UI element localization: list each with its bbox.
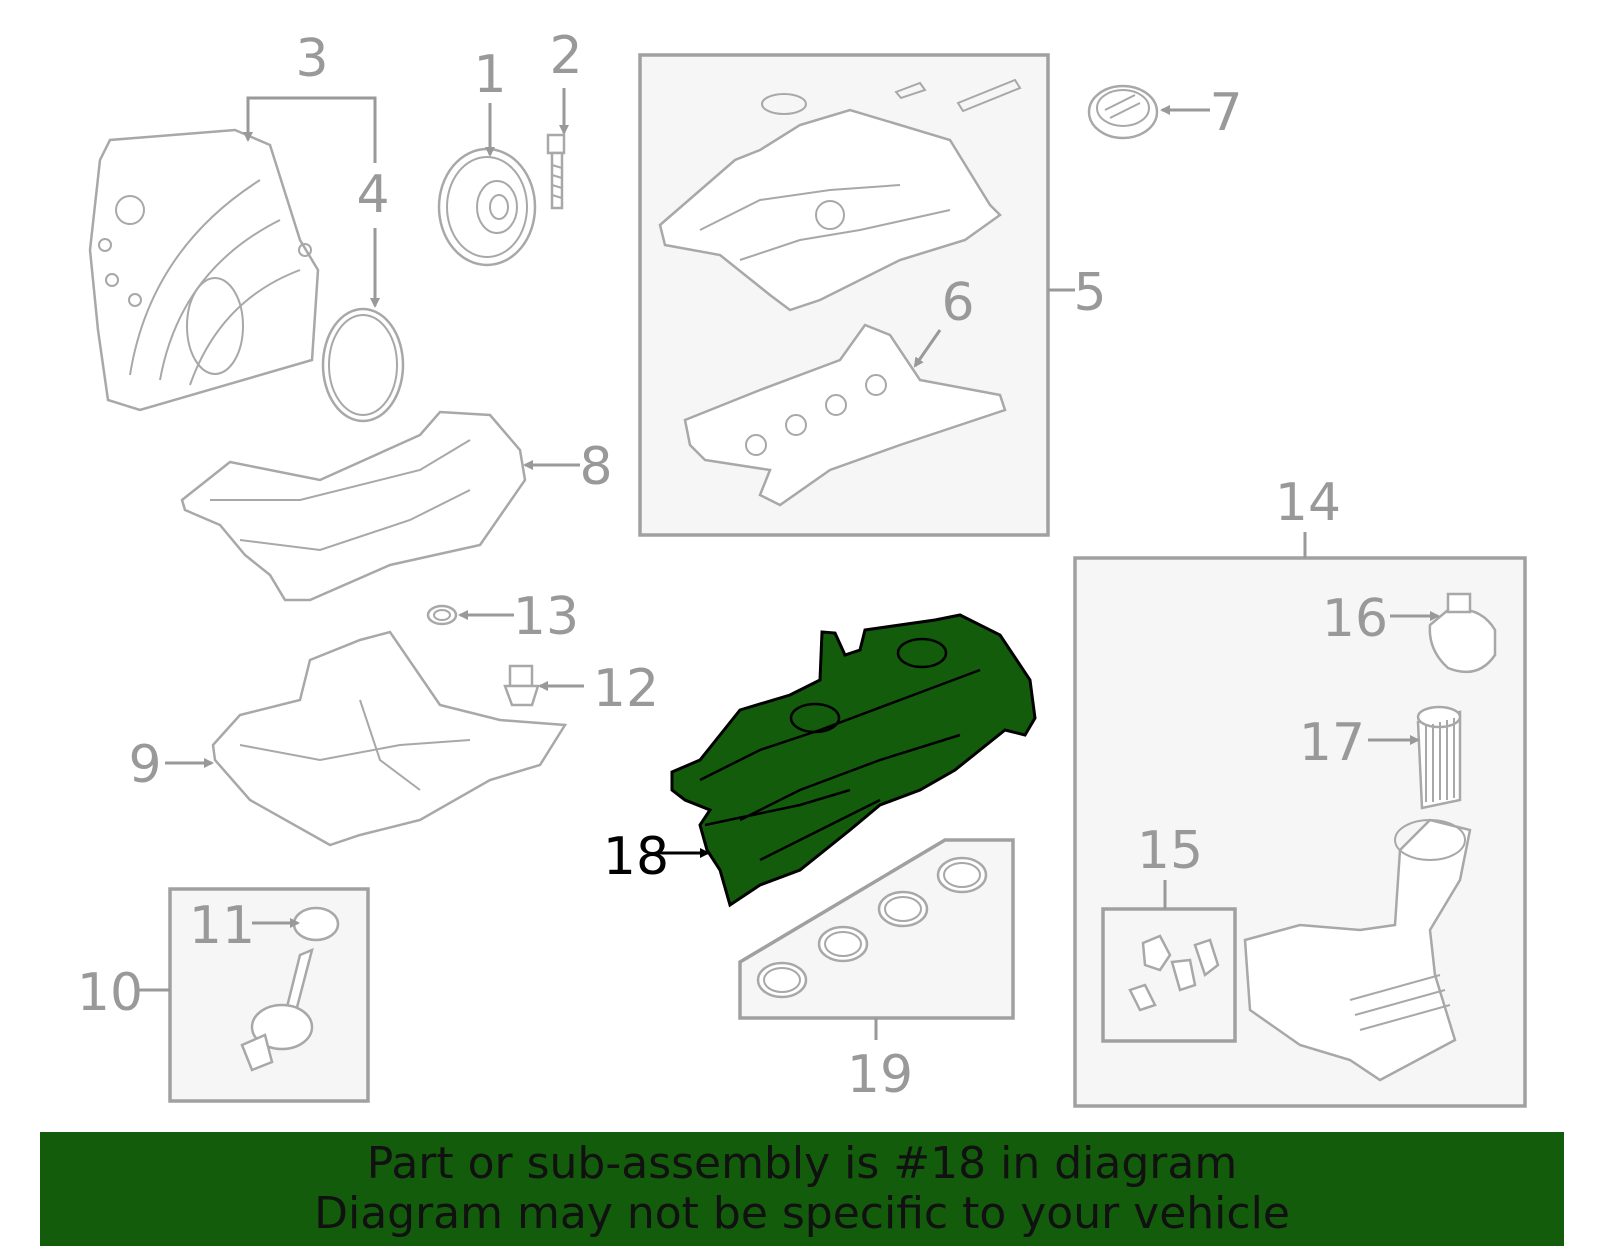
drain-washer-part[interactable] [426, 604, 458, 626]
info-banner: Part or sub-assembly is #18 in diagram D… [40, 1132, 1564, 1246]
intake-manifold-part[interactable] [670, 613, 1037, 908]
callout-14: 14 [1275, 473, 1341, 533]
callout-4: 4 [356, 165, 389, 225]
callout-9: 9 [128, 735, 161, 795]
oil-filler-cap-part[interactable] [1087, 84, 1159, 140]
callout-1: 1 [473, 45, 506, 105]
pulley-bolt-part[interactable] [546, 133, 566, 210]
callout-6: 6 [941, 273, 974, 333]
callout-19: 19 [847, 1045, 913, 1105]
callout-3: 3 [295, 29, 328, 89]
callout-12: 12 [593, 659, 659, 719]
valve-cover-part[interactable] [658, 78, 1022, 312]
callout-13: 13 [513, 587, 579, 647]
sensor-oring-part[interactable] [292, 906, 340, 942]
oil-filter-element-part[interactable] [1416, 705, 1462, 810]
upper-oil-pan-part[interactable] [180, 410, 527, 602]
lower-oil-pan-part[interactable] [211, 630, 568, 847]
parts-diagram: 1 2 3 4 5 6 7 8 9 10 11 12 13 14 15 16 1… [77, 26, 1527, 1108]
oil-filter-cap-part[interactable] [1428, 592, 1497, 674]
banner-line-2: Diagram may not be specific to your vehi… [314, 1188, 1290, 1239]
callout-11: 11 [189, 896, 255, 956]
callout-16: 16 [1322, 589, 1388, 649]
callout-17: 17 [1299, 713, 1365, 773]
callout-2: 2 [549, 26, 582, 86]
front-oring-part[interactable] [321, 307, 405, 423]
callout-5: 5 [1073, 263, 1106, 323]
callout-7: 7 [1209, 83, 1242, 143]
box-seal-kit [1101, 907, 1237, 1043]
crankshaft-pulley-part[interactable] [437, 147, 537, 267]
valve-cover-gasket-part[interactable] [683, 323, 1007, 507]
intake-gasket-set-part[interactable] [756, 856, 988, 999]
callout-15: 15 [1137, 821, 1203, 881]
banner-line-1: Part or sub-assembly is #18 in diagram [366, 1138, 1238, 1189]
oil-level-sensor-part[interactable] [240, 947, 314, 1072]
callout-10: 10 [77, 963, 143, 1023]
front-cover-part[interactable] [88, 128, 320, 412]
drain-plug-part[interactable] [503, 664, 540, 707]
filter-housing-seals-part[interactable] [1128, 934, 1220, 1012]
callout-8: 8 [579, 437, 612, 497]
oil-filter-housing-part[interactable] [1243, 818, 1472, 1082]
callout-18: 18 [603, 827, 669, 887]
